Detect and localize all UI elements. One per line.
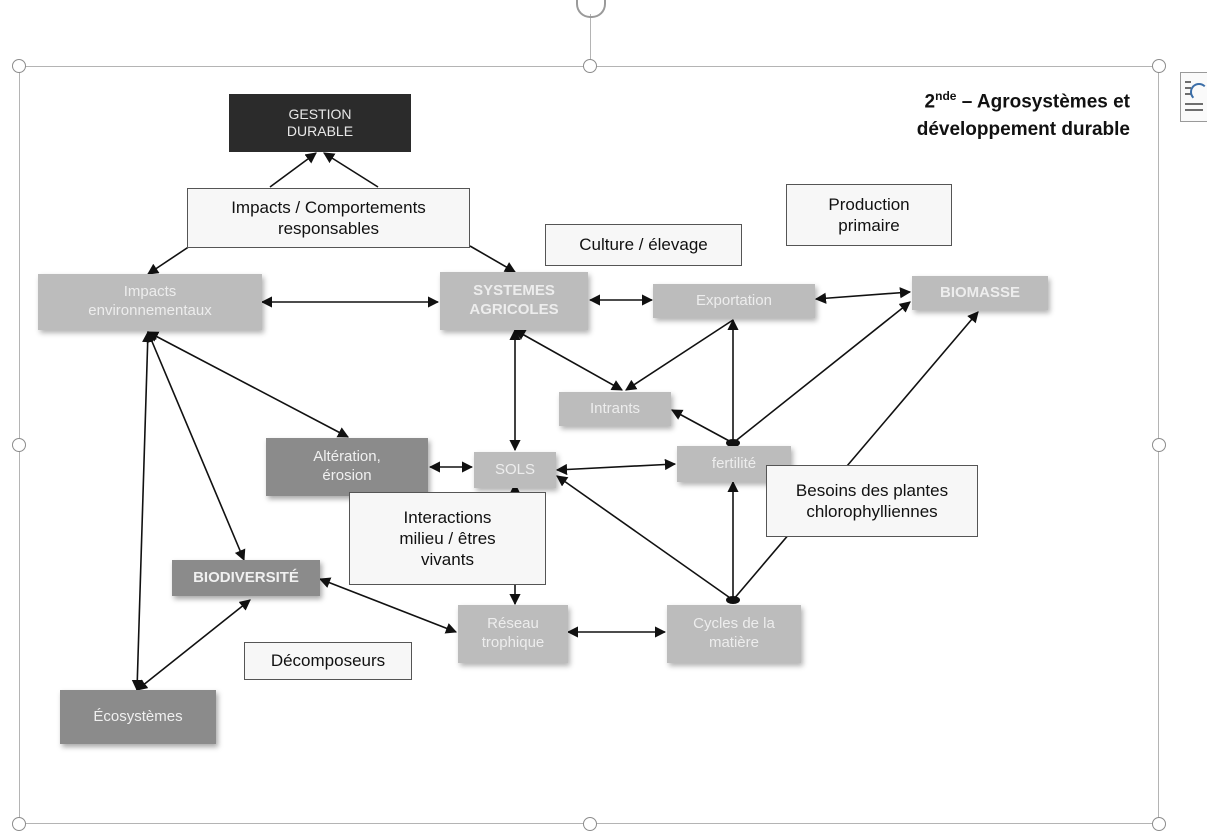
link-biodiversite-ecosystemes: [136, 599, 251, 691]
title-superscript: nde: [935, 89, 957, 103]
resize-handle-top[interactable]: [583, 59, 597, 73]
node-production-primaire: Production primaire: [786, 184, 952, 246]
node-intrants: Intrants: [559, 392, 671, 426]
node-impacts-comportements: Impacts / Comportements responsables: [187, 188, 470, 248]
link-exportation-to-intrants: [625, 319, 734, 391]
node-interactions-milieu: Interactions milieu / êtres vivants: [349, 492, 546, 585]
node-culture-elevage: Culture / élevage: [545, 224, 742, 266]
link-impacts-env-ecosystemes: [131, 330, 154, 692]
resize-handle-right[interactable]: [1152, 438, 1166, 452]
node-ecosystemes: Écosystèmes: [60, 690, 216, 744]
rotate-handle-icon[interactable]: [576, 0, 606, 18]
node-gestion-durable: GESTION DURABLE: [229, 94, 411, 152]
node-biodiversite: BIODIVERSITÉ: [172, 560, 320, 596]
link-sols-fertilite: [555, 458, 677, 476]
diagram-title: 2nde – Agrosystèmes et développement dur…: [830, 88, 1130, 143]
resize-handle-top-left[interactable]: [12, 59, 26, 73]
layout-options-icon[interactable]: [1180, 72, 1207, 122]
node-systemes-agricoles: SYSTEMES AGRICOLES: [440, 272, 588, 330]
link-impacts-comp-to-systemes: [469, 245, 516, 273]
node-reseau-trophique: Réseau trophique: [458, 605, 568, 663]
junction-cycles: [726, 596, 740, 604]
node-decomposeurs: Décomposeurs: [244, 642, 412, 680]
link-cycles-to-biomasse: [732, 311, 979, 601]
link-impacts-comp-to-gestion-a: [269, 152, 317, 188]
rotation-stem: [590, 14, 591, 66]
link-fertilite-to-biomasse: [732, 301, 911, 444]
resize-handle-left[interactable]: [12, 438, 26, 452]
link-fertilite-to-intrants: [671, 409, 734, 444]
link-exportation-biomasse: [814, 287, 912, 304]
node-impacts-environnementaux: Impacts environnementaux: [38, 274, 262, 330]
node-cycles-matiere: Cycles de la matière: [667, 605, 801, 663]
resize-handle-bottom-right[interactable]: [1152, 817, 1166, 831]
node-besoins-plantes: Besoins des plantes chlorophylliennes: [766, 465, 978, 537]
resize-handle-bottom[interactable]: [583, 817, 597, 831]
node-sols: SOLS: [474, 452, 556, 488]
junction-fertilite: [726, 439, 740, 447]
link-impacts-env-biodiversite: [146, 330, 246, 562]
link-impacts-env-alteration: [147, 331, 349, 438]
resize-handle-bottom-left[interactable]: [12, 817, 26, 831]
node-alteration-erosion: Altération, érosion: [266, 438, 428, 496]
link-systemes-intrants: [514, 329, 623, 391]
title-number: 2: [924, 91, 936, 113]
resize-handle-top-right[interactable]: [1152, 59, 1166, 73]
node-biomasse: BIOMASSE: [912, 276, 1048, 310]
title-line1: – Agrosystèmes et: [956, 91, 1130, 113]
link-impacts-comp-to-gestion-b: [323, 152, 379, 188]
link-biodiversite-reseau: [318, 577, 458, 634]
title-line2: développement durable: [916, 118, 1130, 140]
link-cycles-to-sols: [556, 475, 734, 601]
node-exportation: Exportation: [653, 284, 815, 318]
link-impacts-comp-to-impacts-env: [147, 245, 191, 275]
